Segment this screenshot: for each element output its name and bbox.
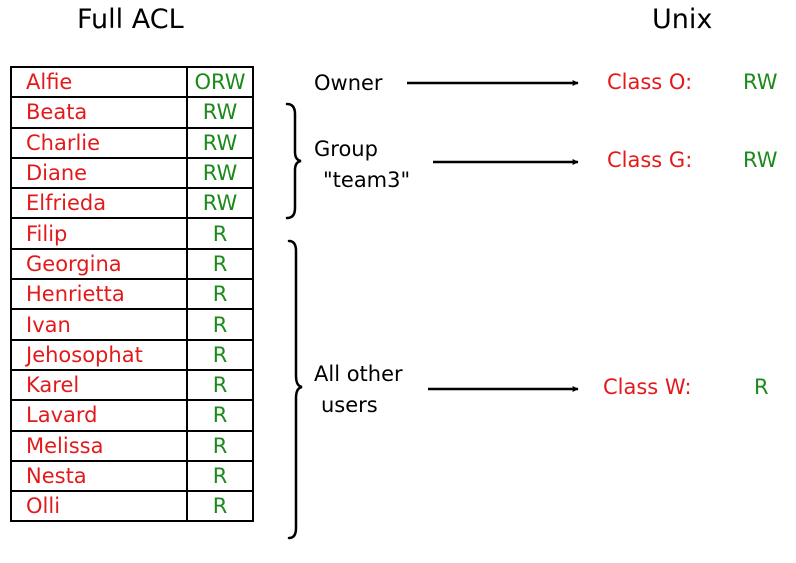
- class-o-label: Class O:: [607, 70, 693, 94]
- acl-user-name: Karel: [10, 368, 188, 402]
- owner-label: Owner: [314, 71, 383, 95]
- acl-permission: RW: [186, 126, 254, 159]
- acl-permission: R: [186, 429, 254, 462]
- acl-permission: R: [186, 217, 254, 250]
- class-g-perm: RW: [743, 148, 778, 172]
- acl-user-name: Diane: [10, 156, 188, 190]
- acl-user-name: Jehosophat: [10, 338, 188, 371]
- acl-permission: RW: [186, 187, 254, 220]
- acl-user-name: Beata: [10, 96, 188, 129]
- acl-user-name: Lavard: [10, 399, 188, 432]
- acl-user-name: Henrietta: [10, 278, 188, 311]
- acl-user-name: Georgina: [10, 247, 188, 281]
- others-brace: [287, 239, 303, 540]
- class-w-perm: R: [754, 375, 769, 399]
- acl-user-name: Filip: [10, 217, 188, 250]
- acl-permission: R: [186, 278, 254, 311]
- acl-permission: R: [186, 399, 254, 432]
- acl-user-name: Nesta: [10, 459, 188, 493]
- group-label-line1: Group: [314, 137, 378, 161]
- acl-permission: R: [186, 368, 254, 402]
- acl-permission: R: [186, 490, 254, 523]
- acl-user-name: Ivan: [10, 308, 188, 341]
- group-label-line2: "team3": [323, 168, 411, 192]
- acl-permission: R: [186, 459, 254, 493]
- class-g-label: Class G:: [607, 148, 693, 172]
- others-label-line1: All other: [314, 362, 403, 386]
- others-label-line2: users: [321, 393, 378, 417]
- acl-permission: R: [186, 308, 254, 341]
- group-brace: [285, 102, 302, 220]
- acl-permission: R: [186, 247, 254, 281]
- acl-permission: RW: [186, 96, 254, 129]
- acl-user-name: Olli: [10, 490, 188, 523]
- acl-permission: ORW: [186, 65, 254, 99]
- full-acl-title: Full ACL: [77, 4, 184, 35]
- acl-user-name: Elfrieda: [10, 187, 188, 220]
- unix-title: Unix: [652, 4, 713, 35]
- acl-user-name: Melissa: [10, 429, 188, 462]
- acl-permission: R: [186, 338, 254, 371]
- acl-user-name: Charlie: [10, 126, 188, 159]
- acl-user-name: Alfie: [10, 65, 188, 99]
- class-o-perm: RW: [743, 70, 778, 94]
- acl-permission: RW: [186, 156, 254, 190]
- class-w-label: Class W:: [603, 375, 692, 399]
